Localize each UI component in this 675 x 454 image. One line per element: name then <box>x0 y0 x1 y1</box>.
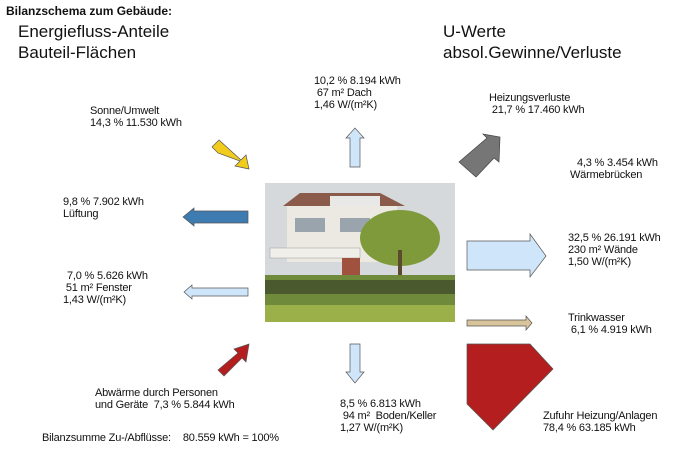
drinking-water-arrow-icon <box>466 315 533 331</box>
diagram-title: Bilanzschema zum Gebäude: <box>6 4 173 18</box>
heating-loss-label: Heizungsverluste 21,7 % 17.460 kWh <box>489 92 585 116</box>
drinking-water-label: Trinkwasser 6,1 % 4.919 kWh <box>568 312 652 336</box>
ventilation-arrow-icon <box>182 207 249 227</box>
balance-summary: Bilanzsumme Zu-/Abflüsse: 80.559 kWh = 10… <box>42 432 279 444</box>
heating-supply-arrow-icon <box>466 343 554 431</box>
summary-label: Bilanzsumme Zu-/Abflüsse: <box>42 432 171 444</box>
heating-loss-arrow-icon <box>458 133 501 178</box>
floor-arrow-icon <box>345 343 365 384</box>
legend-left-line1: Energiefluss-Anteile <box>18 22 170 41</box>
sun-arrow-icon <box>211 139 250 170</box>
house-photo <box>265 183 455 322</box>
walls-arrow-icon <box>466 232 547 279</box>
legend-left-line2: Bauteil-Flächen <box>18 43 137 62</box>
legend-right-line1: U-Werte <box>443 22 506 41</box>
summary-value: 80.559 kWh = 100% <box>182 432 279 444</box>
window-arrow-icon <box>183 284 249 300</box>
roof-arrow-icon <box>345 127 365 168</box>
waste-heat-arrow-icon <box>217 343 250 377</box>
legend-right-line2: absol.Gewinne/Verluste <box>443 43 622 62</box>
